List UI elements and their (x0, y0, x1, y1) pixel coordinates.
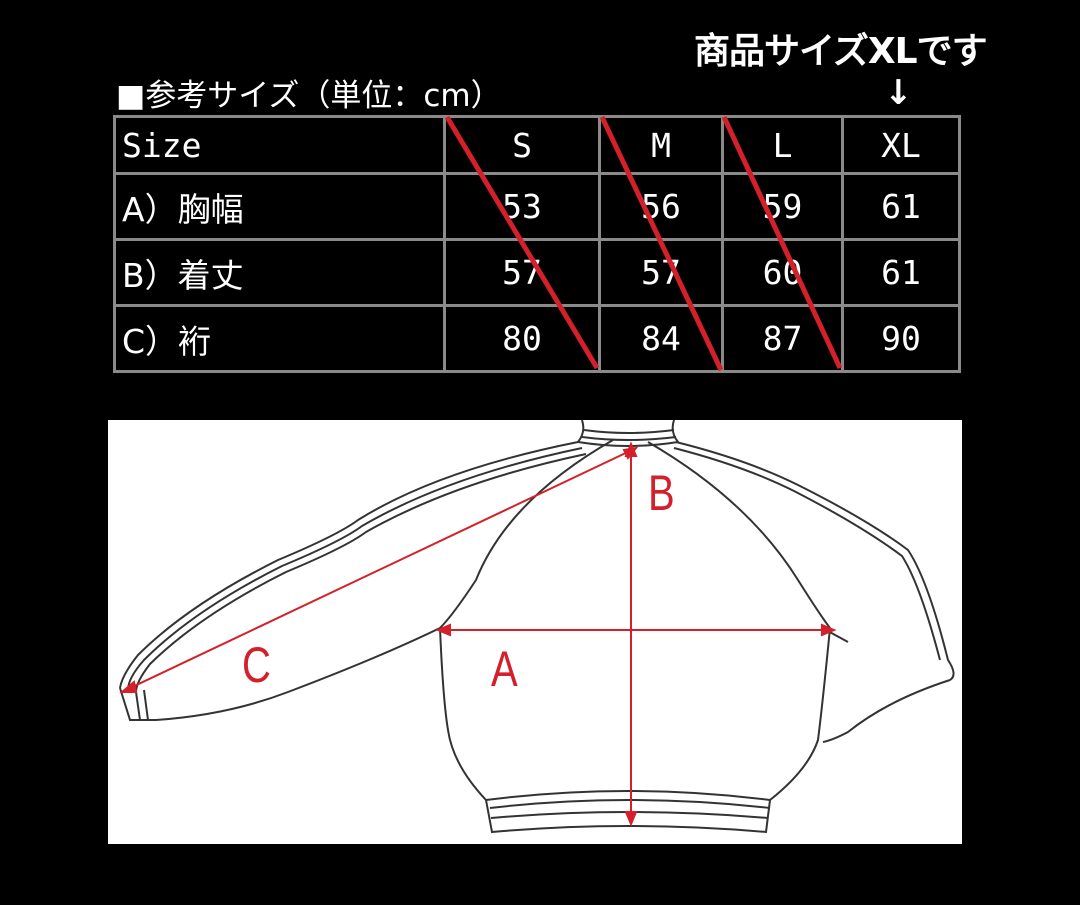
jacket-measurement-diagram: B A C (108, 420, 962, 844)
cell: 61 (841, 172, 961, 241)
header-l: L (721, 115, 844, 175)
cell: 87 (721, 304, 844, 373)
cell: 90 (841, 304, 961, 373)
down-arrow-icon: ↓ (884, 73, 913, 113)
header-xl: XL (841, 115, 961, 175)
table-row: A）胸幅 53 56 59 61 (113, 172, 961, 241)
cell: 59 (721, 172, 844, 241)
label-c: C (242, 637, 271, 693)
header-m: M (598, 115, 724, 175)
label-b: B (648, 465, 675, 521)
cell: 80 (443, 304, 601, 373)
jacket-outline-icon (119, 420, 955, 834)
header-size: Size (113, 115, 446, 175)
table-header-row: Size S M L XL (113, 115, 961, 175)
product-size-note: 商品サイズXLです (694, 31, 988, 72)
cell: 60 (721, 238, 844, 307)
size-chart-title: ■参考サイズ（単位：cm） (116, 78, 502, 114)
table-row: B）着丈 57 57 60 61 (113, 238, 961, 307)
row-label-chest: A）胸幅 (113, 172, 446, 241)
cell: 53 (443, 172, 601, 241)
size-table: Size S M L XL A）胸幅 53 56 59 61 B）着丈 57 5… (113, 115, 961, 373)
cell: 57 (443, 238, 601, 307)
cell: 61 (841, 238, 961, 307)
row-label-sleeve: C）裄 (113, 304, 446, 373)
label-a: A (491, 641, 518, 697)
header-s: S (443, 115, 601, 175)
cell: 57 (598, 238, 724, 307)
cell: 84 (598, 304, 724, 373)
cell: 56 (598, 172, 724, 241)
table-row: C）裄 80 84 87 90 (113, 304, 961, 373)
row-label-length: B）着丈 (113, 238, 446, 307)
